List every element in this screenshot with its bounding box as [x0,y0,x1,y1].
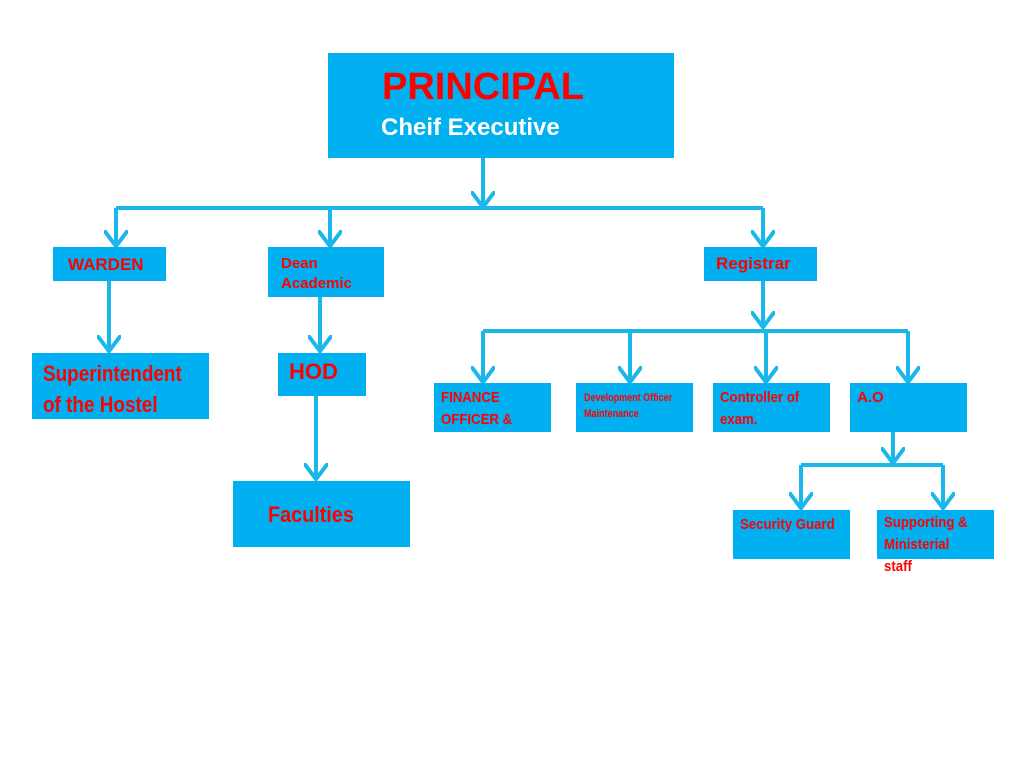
finance-officer-box: FINANCE OFFICER & [434,383,551,432]
security-guard-label: Security Guard [740,516,835,533]
dean-academic-box: Dean Academic [268,247,384,297]
faculties-box: Faculties [233,481,410,547]
dean-academic-label: Dean Academic [281,255,352,292]
development-officer-box: Development Officer Maintenance [576,383,693,432]
superintendent-box: Superintendent of the Hostel [32,353,209,419]
hod-box: HOD [278,353,366,396]
faculties-label: Faculties [268,502,354,527]
supporting-staff-box: Supporting & Ministerial staff [877,510,994,575]
superintendent-label: Superintendent of the Hostel [43,361,182,417]
finance-officer-label: FINANCE OFFICER & [441,389,513,428]
security-guard-box: Security Guard [733,510,850,559]
ao-label: A.O [857,389,884,406]
development-officer-label: Development Officer Maintenance [584,392,673,420]
controller-of-exam-box: Controller of exam. [713,383,830,432]
supporting-staff-label: Supporting & Ministerial staff [884,514,968,575]
principal-title: PRINCIPAL [382,66,584,108]
registrar-label: Registrar [716,254,791,273]
principal-box: PRINCIPAL Cheif Executive [328,53,674,158]
warden-label: WARDEN [68,255,144,274]
controller-of-exam-label: Controller of exam. [720,389,800,428]
warden-box: WARDEN [53,247,166,281]
ao-box: A.O [850,383,967,432]
principal-subtitle: Cheif Executive [381,114,560,141]
registrar-box: Registrar [704,247,817,281]
hod-label: HOD [289,359,338,384]
